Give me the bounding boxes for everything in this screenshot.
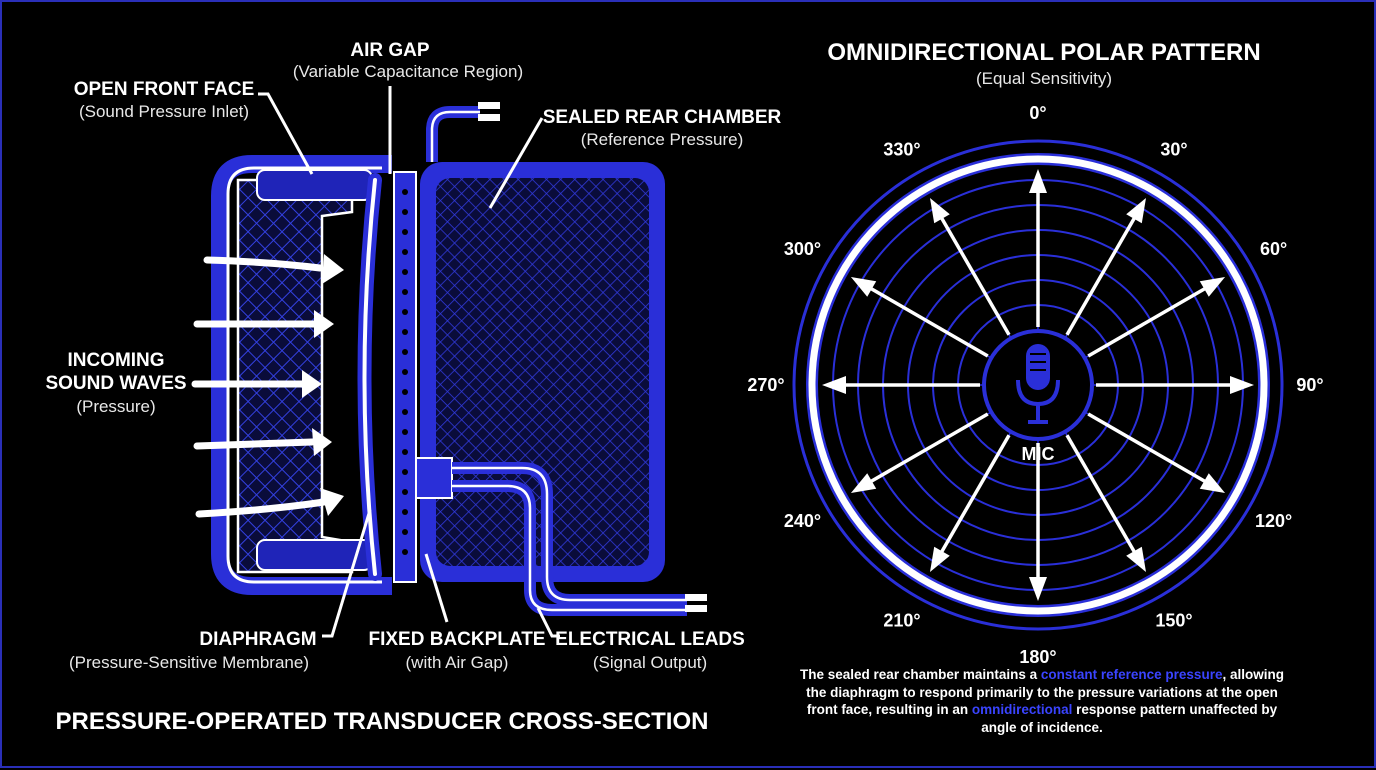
caption-text-2: , allowing the diaphragm to respond prim… [806,667,1284,717]
angle-label: 30° [1160,139,1187,159]
top-clamp-ring [256,169,373,201]
electrical-leads-sublabel: (Signal Output) [593,653,707,672]
cross-section-title: PRESSURE-OPERATED TRANSDUCER CROSS-SECTI… [56,708,709,735]
polar-caption: The sealed rear chamber maintains a cons… [792,666,1292,736]
incoming-sound-waves-sublabel: (Pressure) [76,397,155,416]
incoming-sound-waves-label-line1: INCOMING [67,350,164,371]
polar-subtitle: (Equal Sensitivity) [976,69,1112,88]
sensitivity-arrow [1065,434,1139,558]
incoming-sound-wave-arrows [191,254,344,518]
diaphragm-sublabel: (Pressure-Sensitive Membrane) [69,653,309,672]
angle-label: 330° [883,139,920,159]
angle-label: 270° [747,375,784,395]
caption-highlight-1: constant reference pressure [1040,667,1223,682]
backplate-holes [402,189,408,555]
angle-label: 0° [1029,103,1046,123]
angle-label: 150° [1155,611,1192,631]
caption-text-1: The sealed rear chamber maintains a [800,667,1041,682]
polar-arrows [822,169,1254,601]
angle-label: 60° [1260,239,1287,259]
sensitivity-arrowhead [1029,169,1047,193]
top-lead-wire [426,102,500,162]
sensitivity-arrowhead [930,197,950,224]
sensitivity-arrow [865,284,989,358]
angle-label: 120° [1255,511,1292,531]
angle-label: 180° [1019,647,1056,667]
electrical-leads-label: ELECTRICAL LEADS [555,629,745,650]
leader-lines [258,86,560,638]
sensitivity-arrowhead [1199,473,1226,493]
sensitivity-arrowhead [930,546,950,573]
front-housing [211,155,392,595]
caption-text-3: response pattern unaffected by angle of … [981,702,1278,735]
pattern-ring [808,155,1268,615]
diaphragm-label: DIAPHRAGM [199,629,316,650]
air-gap-label: AIR GAP [350,40,430,61]
sound-wave-arrow [193,438,316,450]
angle-label: 210° [883,611,920,631]
sensitivity-arrowhead [850,473,877,493]
sealed-rear-chamber-label: SEALED REAR CHAMBER [543,107,782,128]
signal-leads [415,457,707,616]
outer-ring [792,139,1284,631]
sensitivity-arrowhead [822,376,846,394]
open-front-face-sublabel: (Sound Pressure Inlet) [79,102,249,121]
sensitivity-arrow [1087,412,1211,486]
sensitivity-arrow [865,412,989,486]
incoming-sound-waves-label-line2: SOUND WAVES [45,373,186,394]
microphone-icon [1016,344,1060,424]
angle-label: 90° [1296,375,1323,395]
sensitivity-arrow [937,434,1011,558]
caption-highlight-2: omnidirectional [971,702,1073,717]
fixed-backplate [393,171,417,583]
sensitivity-arrowhead [1230,376,1254,394]
fixed-backplate-sublabel: (with Air Gap) [406,653,509,672]
sensitivity-arrow [937,212,1011,336]
transducer-cross-section: AIR GAP (Variable Capacitance Region) OP… [45,40,781,735]
angle-label: 300° [784,239,821,259]
mic-label: MIC [1022,444,1055,464]
sound-wave-arrow [203,256,324,272]
fixed-backplate-label: FIXED BACKPLATE [369,629,546,650]
polar-pattern: OMNIDIRECTIONAL POLAR PATTERN (Equal Sen… [747,39,1323,667]
sensitivity-arrowhead [1199,277,1226,297]
polar-title: OMNIDIRECTIONAL POLAR PATTERN [827,39,1260,66]
polar-angle-labels: 0° 30° 60° 90° 120° 150° 180° 210° 240° 270° 300° 3… [747,103,1323,667]
sensitivity-arrowhead [1029,577,1047,601]
sound-wave-arrow [195,498,328,518]
sensitivity-arrowhead [850,277,877,297]
sensitivity-arrowhead [1126,546,1146,573]
air-gap-sublabel: (Variable Capacitance Region) [293,62,523,81]
open-front-face-label: OPEN FRONT FACE [74,79,255,100]
sensitivity-arrow [1065,212,1139,336]
sensitivity-arrowhead [1126,197,1146,224]
sensitivity-arrow [1087,284,1211,358]
sealed-rear-chamber-sublabel: (Reference Pressure) [581,130,744,149]
angle-label: 240° [784,511,821,531]
